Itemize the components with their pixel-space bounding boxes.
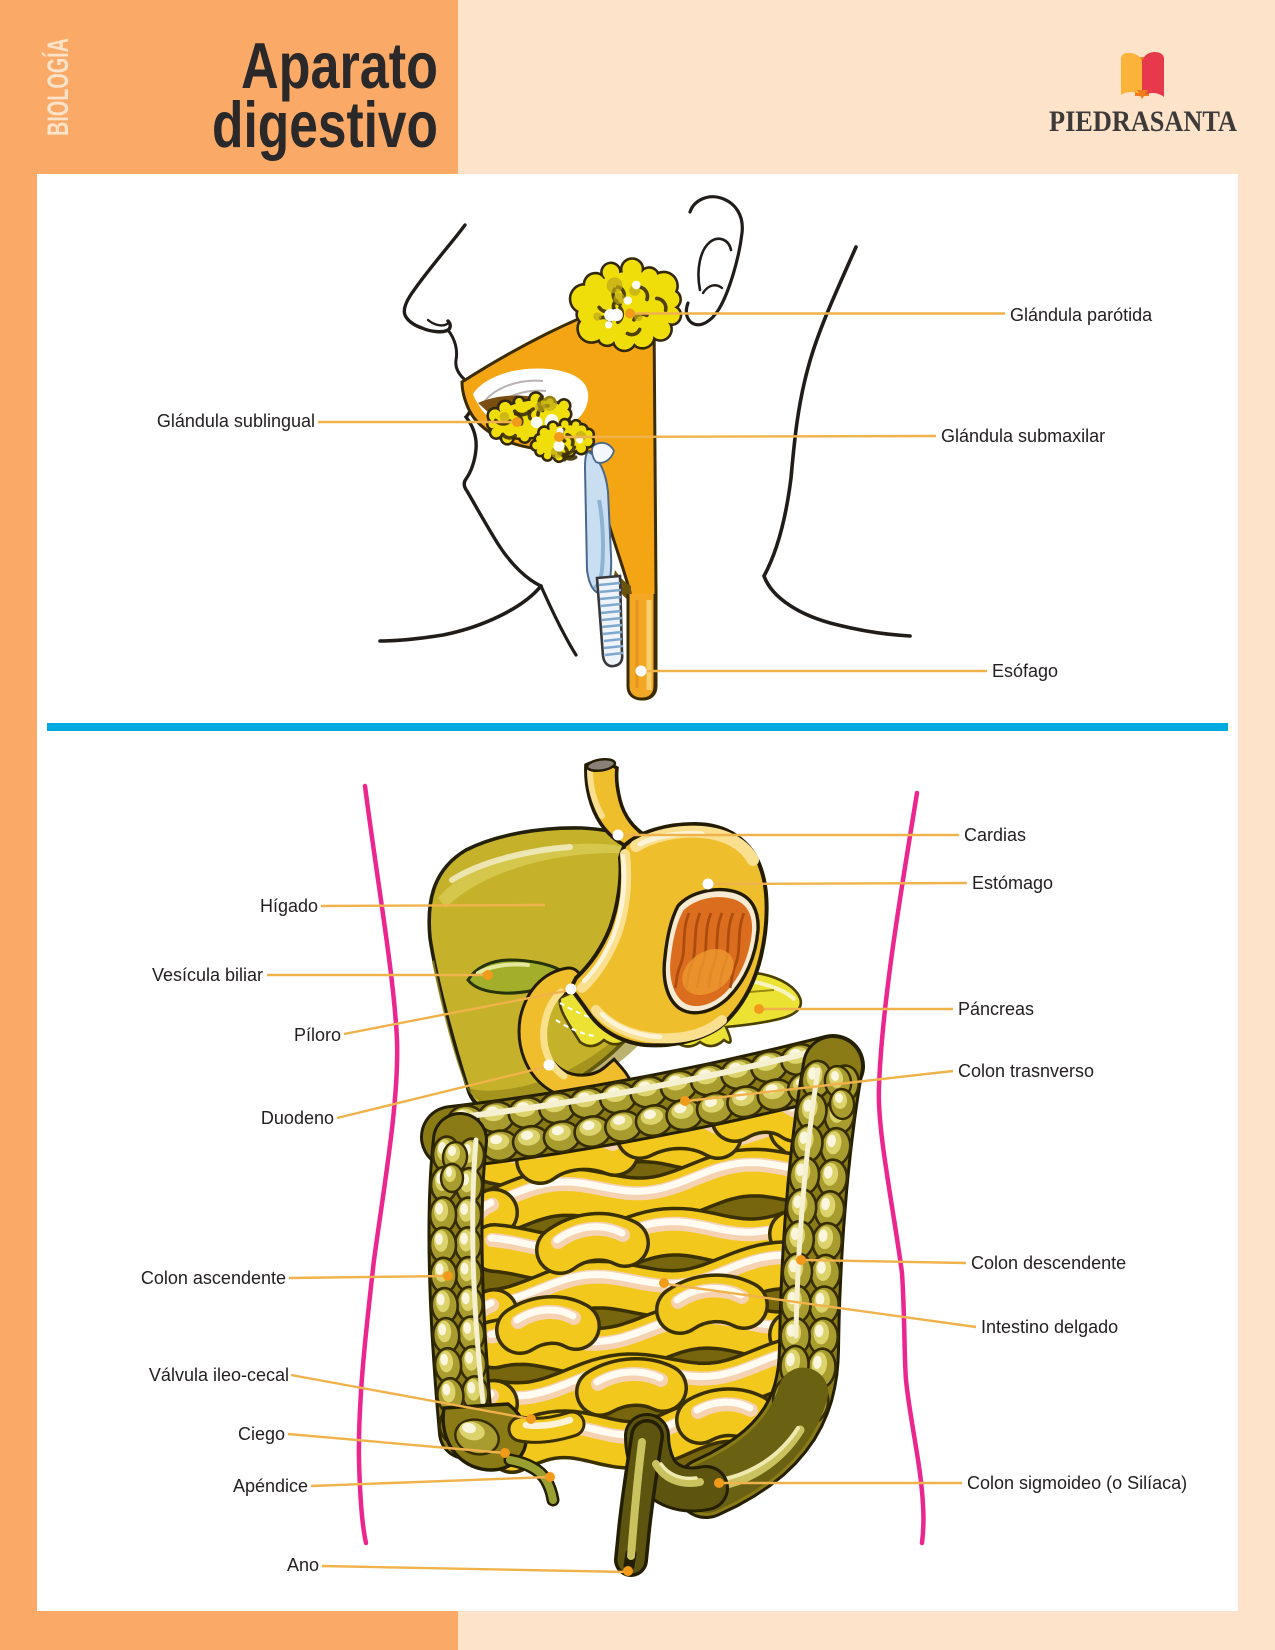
svg-text:digestivo: digestivo [212, 88, 438, 161]
svg-text:Aparato: Aparato [241, 29, 438, 102]
svg-text:PIEDRASANTA: PIEDRASANTA [1049, 105, 1237, 138]
svg-text:BIOLOGÍA: BIOLOGÍA [41, 38, 75, 136]
